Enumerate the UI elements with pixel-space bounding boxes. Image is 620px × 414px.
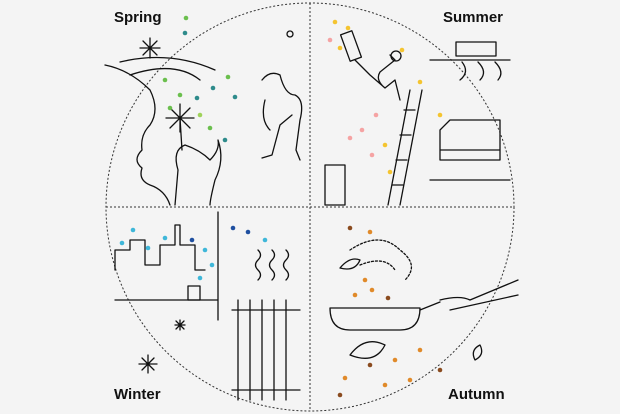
- winter-label: Winter: [114, 386, 161, 403]
- painter: [354, 54, 401, 101]
- leaf-icon: [339, 258, 483, 361]
- drawing-stroke: [202, 247, 208, 253]
- drawing-stroke: [189, 237, 195, 243]
- air-conditioner: [455, 41, 497, 57]
- drawing-stroke: [183, 15, 189, 21]
- drawing-stroke: [367, 229, 373, 235]
- drawing-stroke: [417, 79, 423, 85]
- drawing-stroke: [347, 135, 353, 141]
- spring-dots: [162, 15, 238, 143]
- drawing-stroke: [369, 152, 375, 158]
- hand: [174, 139, 222, 206]
- drawing-stroke: [390, 50, 402, 62]
- winter-scene: [114, 211, 301, 401]
- drawing-stroke: [207, 125, 213, 131]
- drawing-stroke: [177, 92, 183, 98]
- drawing-stroke: [417, 347, 423, 353]
- face-profile: [104, 64, 171, 206]
- drawing-stroke: [182, 30, 188, 36]
- drawing-stroke: [337, 392, 343, 398]
- drawing-stroke: [392, 357, 398, 363]
- summer-scene: [324, 19, 511, 206]
- drawing-stroke: [225, 74, 231, 80]
- drawing-stroke: [245, 229, 251, 235]
- drawing-stroke: [327, 37, 333, 43]
- drawing-stroke: [119, 240, 125, 246]
- drawing-stroke: [373, 112, 379, 118]
- candle: [187, 285, 201, 301]
- hair: [119, 56, 216, 81]
- drawing-stroke: [399, 47, 405, 53]
- arm: [439, 279, 519, 311]
- bottle: [324, 164, 346, 206]
- city-window: [114, 211, 219, 321]
- steam: [349, 239, 412, 281]
- ladder: [387, 89, 423, 206]
- spring-scene: [104, 15, 303, 206]
- drawing-stroke: [369, 287, 375, 293]
- paint-roller: [339, 30, 363, 62]
- drawing-stroke: [232, 94, 238, 100]
- drawing-stroke: [209, 262, 215, 268]
- drawing-stroke: [222, 137, 228, 143]
- airflow: [459, 61, 502, 81]
- drawing-stroke: [210, 85, 216, 91]
- snowflake-icon: [138, 354, 158, 374]
- drawing-stroke: [167, 105, 173, 111]
- drawing-stroke: [342, 375, 348, 381]
- drawing-stroke: [382, 382, 388, 388]
- autumn-dots: [337, 225, 443, 398]
- drawing-stroke: [437, 112, 443, 118]
- drawing-stroke: [165, 103, 195, 133]
- autumn-scene: [329, 225, 519, 398]
- winter-dots: [119, 225, 268, 281]
- drawing-stroke: [130, 227, 136, 233]
- dandelion-seed-icon: [139, 37, 161, 59]
- small-circle: [286, 30, 294, 38]
- drawing-stroke: [359, 127, 365, 133]
- drawing-stroke: [162, 235, 168, 241]
- spring-label: Spring: [114, 9, 162, 26]
- drawing-stroke: [385, 295, 391, 301]
- snowflake-icon: [174, 319, 186, 331]
- frying-pan: [329, 301, 441, 331]
- drawing-stroke: [145, 245, 151, 251]
- drawing-stroke: [197, 112, 203, 118]
- summer-dots: [327, 19, 443, 175]
- drawing-stroke: [262, 237, 268, 243]
- drawing-stroke: [337, 45, 343, 51]
- drawing-stroke: [437, 367, 443, 373]
- drawing-stroke: [230, 225, 236, 231]
- drawing-stroke: [387, 169, 393, 175]
- summer-label: Summer: [443, 9, 504, 26]
- drawing-stroke: [407, 377, 413, 383]
- drawing-stroke: [382, 142, 388, 148]
- drawing-stroke: [362, 277, 368, 283]
- drawing-stroke: [194, 95, 200, 101]
- heat-waves: [254, 249, 290, 281]
- drawing-stroke: [347, 225, 353, 231]
- drawing-stroke: [352, 292, 358, 298]
- drawing-stroke: [332, 19, 338, 25]
- autumn-label: Autumn: [448, 386, 505, 403]
- drawing-stroke: [367, 362, 373, 368]
- drawing-stroke: [429, 59, 511, 181]
- drawing-stroke: [139, 37, 161, 59]
- dandelion-icon: [165, 103, 195, 133]
- dog: [261, 72, 303, 161]
- drawing-stroke: [162, 77, 168, 83]
- drawing-stroke: [345, 25, 351, 31]
- sofa: [439, 119, 501, 161]
- radiator: [231, 299, 301, 401]
- drawing-stroke: [197, 275, 203, 281]
